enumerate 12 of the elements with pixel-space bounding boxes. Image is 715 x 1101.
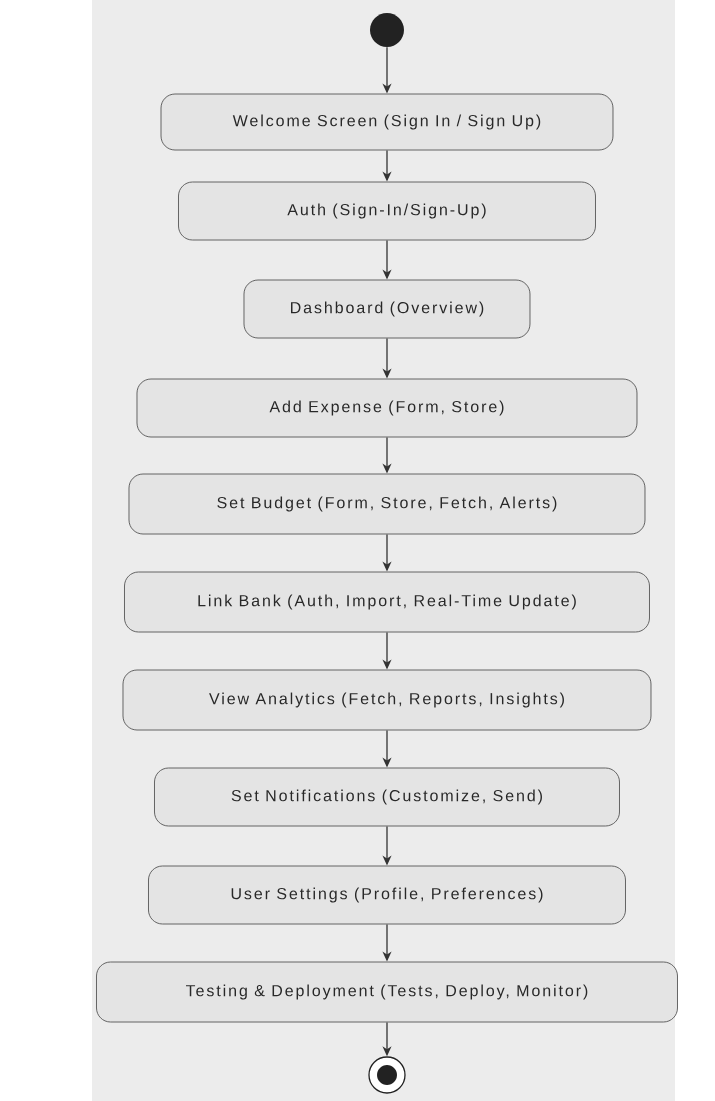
start-dot — [370, 13, 404, 47]
activity-box: User Settings (Profile, Preferences) — [148, 865, 626, 925]
activity-box: Set Budget (Form, Store, Fetch, Alerts) — [128, 473, 646, 535]
activity-box: Link Bank (Auth, Import, Real-Time Update) — [124, 571, 650, 633]
activity-box: Dashboard (Overview) — [243, 279, 531, 339]
activity-box: Welcome Screen (Sign In / Sign Up) — [160, 93, 614, 151]
activity-box: Testing & Deployment (Tests, Deploy, Monitor) — [96, 961, 678, 1023]
activity-box: Auth (Sign-In/Sign-Up) — [178, 181, 596, 241]
activity-box: Add Expense (Form, Store) — [136, 378, 638, 438]
activity-box: Set Notifications (Customize, Send) — [154, 767, 620, 827]
activity-box: View Analytics (Fetch, Reports, Insights) — [122, 669, 652, 731]
end-bullseye — [368, 1056, 406, 1094]
